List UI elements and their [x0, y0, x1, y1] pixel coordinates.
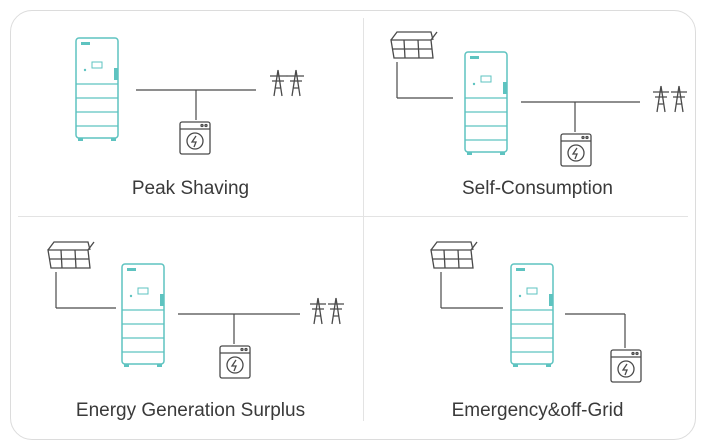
- washing-machine-icon: [219, 345, 251, 379]
- battery-cabinet-icon: [464, 51, 508, 155]
- scenario-title: Energy Generation Surplus: [75, 400, 306, 421]
- scenario-title: Peak Shaving: [131, 178, 250, 199]
- panel-emergency-off-grid: Emergency&off-Grid: [365, 222, 708, 427]
- battery-cabinet-icon: [510, 263, 554, 367]
- vertical-divider: [363, 18, 364, 421]
- washing-machine-icon: [610, 349, 642, 383]
- scenario-title: Emergency&off-Grid: [451, 400, 624, 421]
- solar-panel-icon: [430, 241, 478, 269]
- power-pylon-icon: [270, 69, 304, 97]
- washing-machine-icon: [560, 133, 592, 167]
- solar-panel-icon: [47, 241, 95, 269]
- panel-energy-generation-surplus: Energy Generation Surplus: [18, 222, 363, 427]
- power-pylon-icon: [310, 297, 344, 325]
- washing-machine-icon: [179, 121, 211, 155]
- scenario-title: Self-Consumption: [461, 178, 614, 199]
- solar-panel-icon: [390, 31, 438, 59]
- battery-cabinet-icon: [75, 37, 119, 141]
- power-pylon-icon: [653, 85, 687, 113]
- battery-cabinet-icon: [121, 263, 165, 367]
- panel-self-consumption: Self-Consumption: [365, 18, 708, 223]
- scenario-card: [10, 10, 696, 440]
- panel-peak-shaving: Peak Shaving: [18, 18, 363, 223]
- horizontal-divider: [18, 216, 688, 217]
